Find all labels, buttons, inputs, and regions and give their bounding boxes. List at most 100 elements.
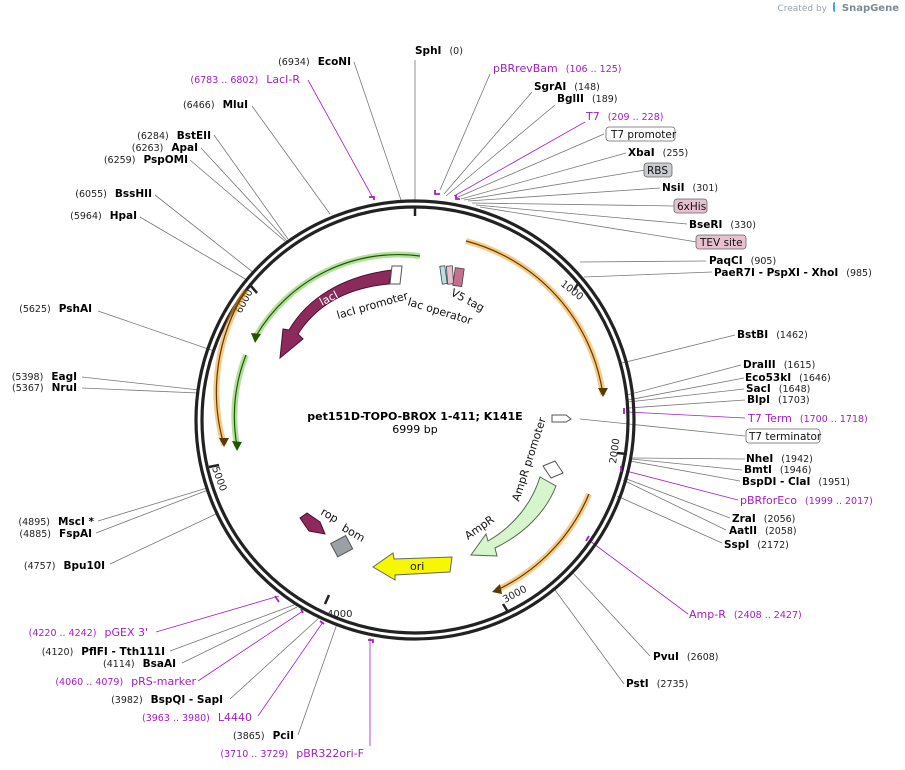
site-name-bmti: BmtI — [744, 464, 772, 476]
orf-arc-brox — [465, 238, 606, 396]
site-pos-eagi: (5398) — [12, 372, 44, 383]
site-label-bsaai: (4114)BsaAI — [103, 658, 176, 670]
site-pos-laci-r: (6783 .. 6802) — [190, 75, 258, 86]
leader-eagi — [81, 376, 200, 391]
leader-apai — [200, 147, 288, 242]
leader-rbs — [463, 169, 646, 201]
leader-pshai — [97, 310, 215, 352]
primer-marks — [274, 190, 625, 643]
site-label-t7: T7(209 .. 228) — [585, 110, 663, 123]
site-name-pshai: PshAI — [59, 303, 92, 315]
site-label-psp0mi: (6259)PspOMI — [104, 154, 188, 166]
site-label-blpi: BlpI (1703) — [747, 394, 810, 406]
site-name-hpai: HpaI — [110, 210, 137, 222]
v5-tag-feature — [452, 267, 465, 288]
site-pos-bsteii: (6284) — [137, 131, 169, 142]
tick-2000 — [616, 451, 628, 456]
leader-ampr-primer — [589, 540, 689, 615]
primer-mark-pbr322ori — [368, 639, 374, 643]
site-name-l4440: L4440 — [218, 711, 252, 724]
site-pos-mlui: (6466) — [183, 100, 215, 111]
leader-pvui — [572, 572, 651, 657]
leader-bpu10i — [109, 513, 217, 565]
credit-prefix: Created by — [777, 4, 827, 14]
site-label-eco53ki: Eco53kI(1646) — [745, 372, 831, 384]
leader-bspqi — [229, 616, 321, 700]
t7-terminator-feature — [551, 414, 572, 423]
site-pos-aatii: (2058) — [765, 526, 797, 537]
t7promoter-box — [605, 126, 676, 142]
t7term-box-label: T7 terminator — [748, 431, 822, 443]
site-pos-pgex3: (4220 .. 4242) — [29, 628, 97, 639]
site-name-paer7i: PaeR7I - PspXI - XhoI — [714, 267, 838, 279]
site-pos-blpi: (1703) — [778, 395, 810, 406]
leader-prs-marker — [197, 610, 304, 682]
site-label-prs-marker: (4060 .. 4079)pRS-marker — [55, 675, 196, 688]
lac-operator-feature — [439, 265, 448, 285]
site-pos-bpu10i: (4757) — [24, 561, 56, 572]
rop-label: rop — [319, 505, 341, 525]
orf-arrow-ampr — [492, 584, 502, 594]
site-label-pbrforeco: pBRforEco(1999 .. 2017) — [740, 494, 873, 507]
site-label-pgex3: (4220 .. 4242)pGEX 3' — [29, 626, 148, 639]
site-name-laci-r: LacI-R — [266, 73, 300, 86]
leader-mlui — [251, 105, 331, 215]
leader-nhei — [630, 457, 746, 460]
rbs-box-label: RBS — [647, 165, 668, 177]
site-name-psp0mi: PspOMI — [143, 154, 188, 166]
site-label-t7term: T7 Term(1700 .. 1718) — [747, 412, 868, 425]
site-label-bspqi: (3982)BspQI - SapI — [111, 694, 223, 706]
laci-green-arc2-line — [233, 354, 247, 447]
site-label-paqci: PaqCI(905) — [709, 255, 776, 267]
site-label-msci: (4895)MscI * — [18, 516, 94, 528]
rop-feature — [299, 512, 326, 535]
site-pos-l4440: (3963 .. 3980) — [142, 713, 210, 724]
leader-bstbi — [621, 334, 736, 364]
tick-1000 — [572, 281, 581, 291]
site-label-draiii: DraIII(1615) — [743, 359, 815, 371]
leader-lines — [81, 60, 746, 746]
ampr-label: AmpR — [462, 513, 497, 543]
site-pos-pbrrevbam: (106 .. 125) — [566, 64, 622, 75]
leader-t7promoter — [455, 133, 605, 199]
ori-label: ori — [410, 560, 424, 573]
laci-feature — [279, 269, 393, 360]
leader-eco53ki — [627, 377, 745, 401]
orf-arc-brox-line — [465, 240, 604, 396]
leader-bmti — [630, 458, 743, 471]
site-label-paer7i: PaeR7I - PspXI - XhoI(985) — [714, 267, 872, 279]
leader-tev — [479, 206, 698, 243]
site-label-laci-r: (6783 .. 6802) LacI-R — [190, 73, 300, 86]
leader-pflfi — [169, 604, 295, 652]
leader-nrui — [81, 387, 199, 394]
tev-box-label: TEV site — [699, 237, 743, 249]
sixhis-box — [673, 198, 708, 214]
site-name-xbai: XbaI — [628, 147, 655, 159]
site-pos-eco53ki: (1646) — [799, 373, 831, 384]
site-label-bmti: BmtI(1946) — [744, 464, 811, 476]
credit-brand: SnapGene — [841, 3, 899, 14]
tick-marks — [208, 281, 628, 613]
site-label-nhei: NheI(1942) — [746, 453, 813, 465]
site-label-pbr322ori: (3710 .. 3729)pBR322ori-F — [220, 747, 364, 760]
site-name-bsshii: BssHII — [115, 188, 152, 200]
snapgene-credit: Created by SnapGene — [777, 2, 899, 14]
site-pos-bsshii: (6055) — [75, 189, 107, 200]
site-pos-sgrai: (148) — [574, 82, 600, 93]
ampr-promoter-feature — [542, 460, 564, 479]
site-name-prs-marker: pRS-marker — [131, 675, 196, 688]
rbs-box — [643, 162, 673, 178]
leader-psti — [554, 589, 625, 685]
leader-l4440 — [257, 621, 324, 717]
leader-pbrforeco — [625, 470, 739, 501]
site-label-saci: SacI(1648) — [746, 383, 810, 395]
site-name-t7: T7 — [585, 110, 600, 123]
primer-mark-laci-r — [369, 196, 375, 200]
orf-arrow-brox — [598, 388, 608, 397]
leader-bseri — [475, 204, 688, 225]
primer-mark-l4440 — [319, 620, 325, 625]
leader-bsshii — [154, 194, 255, 274]
site-label-hpai: (5964)HpaI — [70, 210, 137, 222]
leader-paqci — [579, 260, 707, 263]
site-name-blpi: BlpI — [747, 394, 770, 406]
